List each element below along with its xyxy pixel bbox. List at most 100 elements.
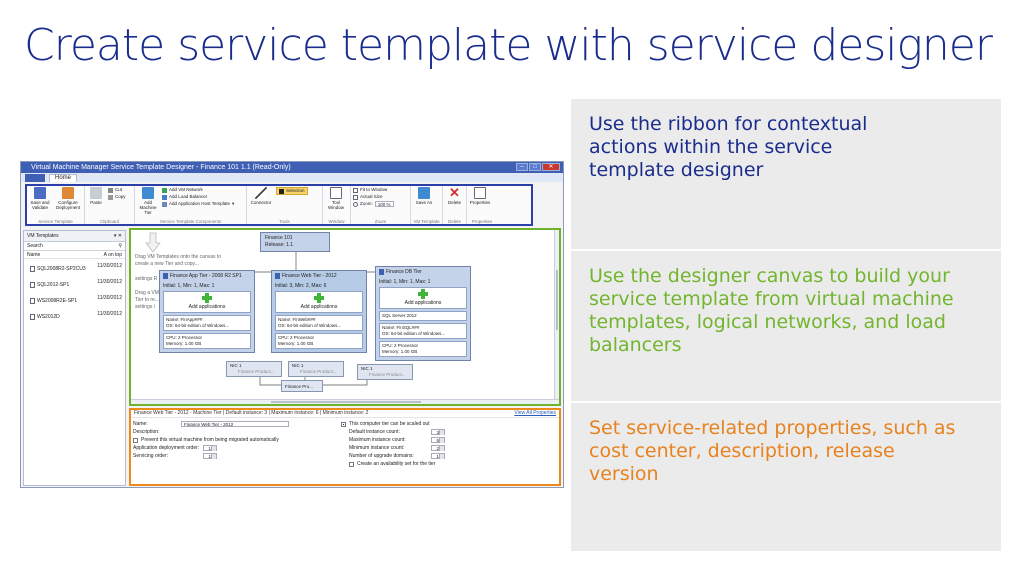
nic-network: Finance Product... [238, 369, 275, 374]
table-row[interactable]: SQL2012-SP1 11/30/2012 [24, 275, 125, 291]
vm-network-node[interactable]: Finance Pro... [281, 380, 323, 392]
add-applications-label: Add applications [404, 300, 442, 306]
paste-button[interactable]: Paste [87, 187, 105, 223]
group-zoom: Fit to Window Actual Size Zoom:100 % Zoo… [351, 186, 411, 224]
availability-set-checkbox[interactable] [349, 461, 354, 467]
save-validate-button[interactable]: Save and Validate [29, 187, 51, 223]
add-load-balancer-button[interactable]: Add Load Balancer [162, 194, 234, 200]
servicing-order-stepper[interactable]: 1 [203, 453, 217, 459]
name-field[interactable]: Finance Web Tier - 2012 [181, 421, 289, 427]
fit-to-window-button[interactable]: Fit to Window [353, 187, 394, 193]
os-value: OS: 64-bit edition of Windows... [382, 331, 446, 336]
add-applications-button[interactable]: Add applications [163, 291, 251, 313]
max-count-label: Maximum instance count: [349, 436, 406, 443]
save-as-button[interactable]: Save As [413, 187, 435, 223]
nic-label: NIC 1 [361, 366, 373, 371]
tool-window-button[interactable]: Tool Window [325, 187, 347, 223]
os-config[interactable]: Name: FinApp###OS: 64-bit edition of Win… [163, 315, 251, 331]
actual-size-button[interactable]: Actual Size [353, 194, 394, 200]
horizontal-scrollbar[interactable] [131, 399, 559, 404]
table-row[interactable]: SQL2008R2-SP2CU3 11/30/2012 [24, 259, 125, 275]
add-applications-label: Add applications [300, 304, 338, 310]
vm-template-label: SQL2012-SP1 [37, 282, 70, 288]
paste-icon [90, 187, 102, 199]
connector-label: Connector [250, 200, 272, 205]
add-app-host-template-button[interactable]: Add Application Host Template ▾ [162, 201, 234, 207]
vertical-scrollbar[interactable] [554, 230, 559, 399]
network-label: Finance Pro... [285, 384, 314, 389]
upgrade-domains-stepper[interactable]: 1 [431, 453, 445, 459]
add-app-host-template-label: Add Application Host Template [169, 201, 230, 206]
pane-close-icon[interactable]: ▾ ✕ [113, 233, 122, 239]
default-count-stepper[interactable]: 3 [431, 429, 445, 435]
callout-properties: Set service-related properties, such as … [589, 417, 956, 485]
column-name[interactable]: Name [27, 252, 41, 258]
tier-instances: Initial: 3, Min: 2, Max: 6 [275, 283, 327, 289]
designer-canvas[interactable]: Drag VM Templates onto the canvas to cre… [129, 228, 561, 406]
server-icon [275, 273, 280, 279]
plus-icon [314, 293, 324, 303]
group-label: Zoom [374, 219, 387, 224]
min-count-stepper[interactable]: 2 [431, 445, 445, 451]
scale-out-checkbox[interactable] [341, 421, 346, 427]
vm-template-name: SQL2008R2-SP2CU3 [30, 263, 86, 275]
properties-button[interactable]: Properties [469, 187, 491, 223]
search-input[interactable]: Search⚲ [24, 242, 125, 251]
window-title: Virtual Machine Manager Service Template… [31, 164, 291, 171]
window-icon [330, 187, 342, 199]
tier-title: Finance DB Tier [376, 267, 470, 277]
os-config[interactable]: Name: FinWeb###OS: 64-bit edition of Win… [275, 315, 363, 331]
search-icon[interactable]: ⚲ [118, 243, 122, 249]
group-label: Window [328, 219, 345, 224]
maximize-button[interactable]: □ [529, 163, 541, 171]
tier-instances: Initial: 1, Min: 1, Max: 1 [379, 279, 431, 285]
group-delete: ✕Delete Delete [443, 186, 467, 224]
minimize-button[interactable]: – [516, 163, 528, 171]
prevent-migration-checkbox[interactable] [133, 437, 138, 443]
vm-template-date: 11/30/2012 [97, 263, 122, 269]
add-machine-tier-button[interactable]: Add Machine Tier [137, 187, 159, 223]
vm-template-icon [30, 298, 35, 304]
configure-deployment-button[interactable]: Configure Deployment [54, 187, 82, 223]
add-vm-network-button[interactable]: Add VM Network [162, 187, 234, 193]
add-applications-button[interactable]: Add applications [275, 291, 363, 313]
os-config[interactable]: Name: FinSQL###OS: 64-bit edition of Win… [379, 323, 467, 339]
close-button[interactable]: ✕ [542, 163, 560, 171]
connector-button[interactable]: Connector [249, 187, 273, 223]
zoom-select[interactable]: 100 % [374, 201, 394, 207]
cpu-value: CPU: 2 Processor [382, 343, 419, 348]
vm-templates-tab[interactable]: VM Templates [27, 233, 59, 239]
max-count-stepper[interactable]: 6 [431, 437, 445, 443]
column-added[interactable]: A on top [103, 252, 122, 258]
service-name: Finance 101 [265, 235, 293, 241]
vm-template-date: 11/30/2012 [97, 279, 122, 285]
sql-server-node[interactable]: SQL Server 2012 [379, 311, 467, 321]
copy-button[interactable]: Copy [108, 194, 126, 200]
service-node[interactable]: Finance 101 Release: 1.1 [260, 232, 330, 252]
zoom-control[interactable]: Zoom:100 % [353, 201, 394, 207]
tab-file[interactable] [25, 174, 45, 182]
group-label: Service Template [38, 219, 73, 224]
tab-home[interactable]: Home [49, 174, 78, 182]
view-all-properties-link[interactable]: View All Properties [514, 410, 556, 416]
zoom-label: Zoom: [360, 201, 373, 206]
cut-button[interactable]: Cut [108, 187, 126, 193]
delete-button[interactable]: ✕Delete [445, 186, 464, 223]
memory-value: Memory: 1.00 GB [166, 341, 202, 346]
hint-text: Drag VM Templates onto the canvas to cre… [135, 254, 222, 267]
selection-button[interactable]: Selection [276, 187, 308, 195]
add-applications-button[interactable]: Add applications [379, 287, 467, 309]
app-order-stepper[interactable]: 1 [203, 445, 217, 451]
save-validate-label: Save and Validate [30, 200, 50, 210]
